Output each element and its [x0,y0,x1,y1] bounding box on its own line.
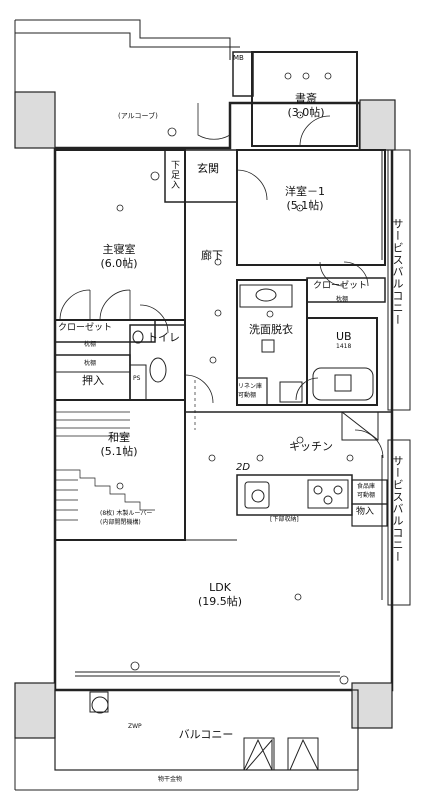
linen-closet [236,377,268,406]
service-balcony-upper-strip [387,149,411,411]
study-walls [251,51,358,147]
shoe-box-label: 下足入 [169,160,179,190]
washitsu-size: (5.1帖) [100,445,138,458]
entrance-area [164,149,238,203]
master-bedroom-name: 主寝室 [102,243,136,256]
study-size: (3.0帖) [287,106,325,119]
louver-pattern [55,469,155,521]
unit-bath [306,317,378,406]
door-swing-master [59,289,91,321]
linen-label: リネン庫 [238,383,263,390]
ldk-size: (19.5帖) [197,595,243,608]
glyph-2d: 2D [236,462,251,473]
ps-label: PS [133,375,141,382]
kitchen-name: キッチン [289,440,333,453]
service-balcony-upper-name: サービスバルコニー [391,218,404,326]
western-closet-label: クローゼット [313,281,368,291]
master-closet-label: クローゼット [58,323,113,333]
pantry-label: 食品庫 [357,483,376,490]
zwp-label: ZWP [128,723,142,730]
oshiire-shelf: 枕棚 [84,360,97,367]
master-bedroom-size: (6.0帖) [100,257,138,270]
service-balcony-lower-name: サービスバルコニー [391,455,404,563]
balcony-name: バルコニー [178,728,234,741]
column-lower-right [351,682,393,729]
louver-label-2: (内部開閉機構) [100,519,141,526]
study-name: 書斎 [295,92,317,105]
oshiire-label: 押入 [82,374,104,387]
master-closet [54,319,156,343]
ub-label: UB [336,330,352,343]
balcony-drain-1 [243,738,273,771]
alcove-outline [14,19,240,92]
column-upper-right [359,99,396,151]
mb-label: MB [233,54,244,62]
under-storage-label: [下部収納] [270,516,299,523]
western-room-1-name: 洋室－1 [285,185,325,198]
column-upper-left [14,91,56,149]
column-lower-left [14,682,56,739]
corridor-name: 廊下 [201,249,223,262]
washitsu-name: 和室 [108,431,130,444]
service-balcony-lower-strip [387,439,411,606]
pantry-shelf: 可動棚 [357,492,376,499]
balcony-drain-2 [289,738,319,771]
western-room-1-walls [236,149,386,266]
kitchen-counter [236,474,353,516]
fridge-space [341,411,379,441]
storage [351,503,388,527]
western-room-1-size: (5.1帖) [286,199,324,212]
alcove-label: (アルコーブ) [118,112,158,120]
ub-size: 1418 [336,343,352,350]
hardware-label: 物干金物 [157,776,183,783]
master-closet-shelf: 枕棚 [84,341,97,348]
washroom-name: 洗面脱衣 [249,323,293,336]
storage-label: 物入 [356,507,375,517]
entrance-name: 玄関 [197,162,219,175]
toilet-name: トイレ [147,331,180,344]
louver-label-1: (8枚) 木製ルーバー [100,510,153,517]
door-swing-entrance [197,103,231,140]
ldk-name: LDK [209,581,231,594]
western-closet-shelf: 枕棚 [336,296,349,303]
linen-shelf: 可動棚 [238,392,257,399]
